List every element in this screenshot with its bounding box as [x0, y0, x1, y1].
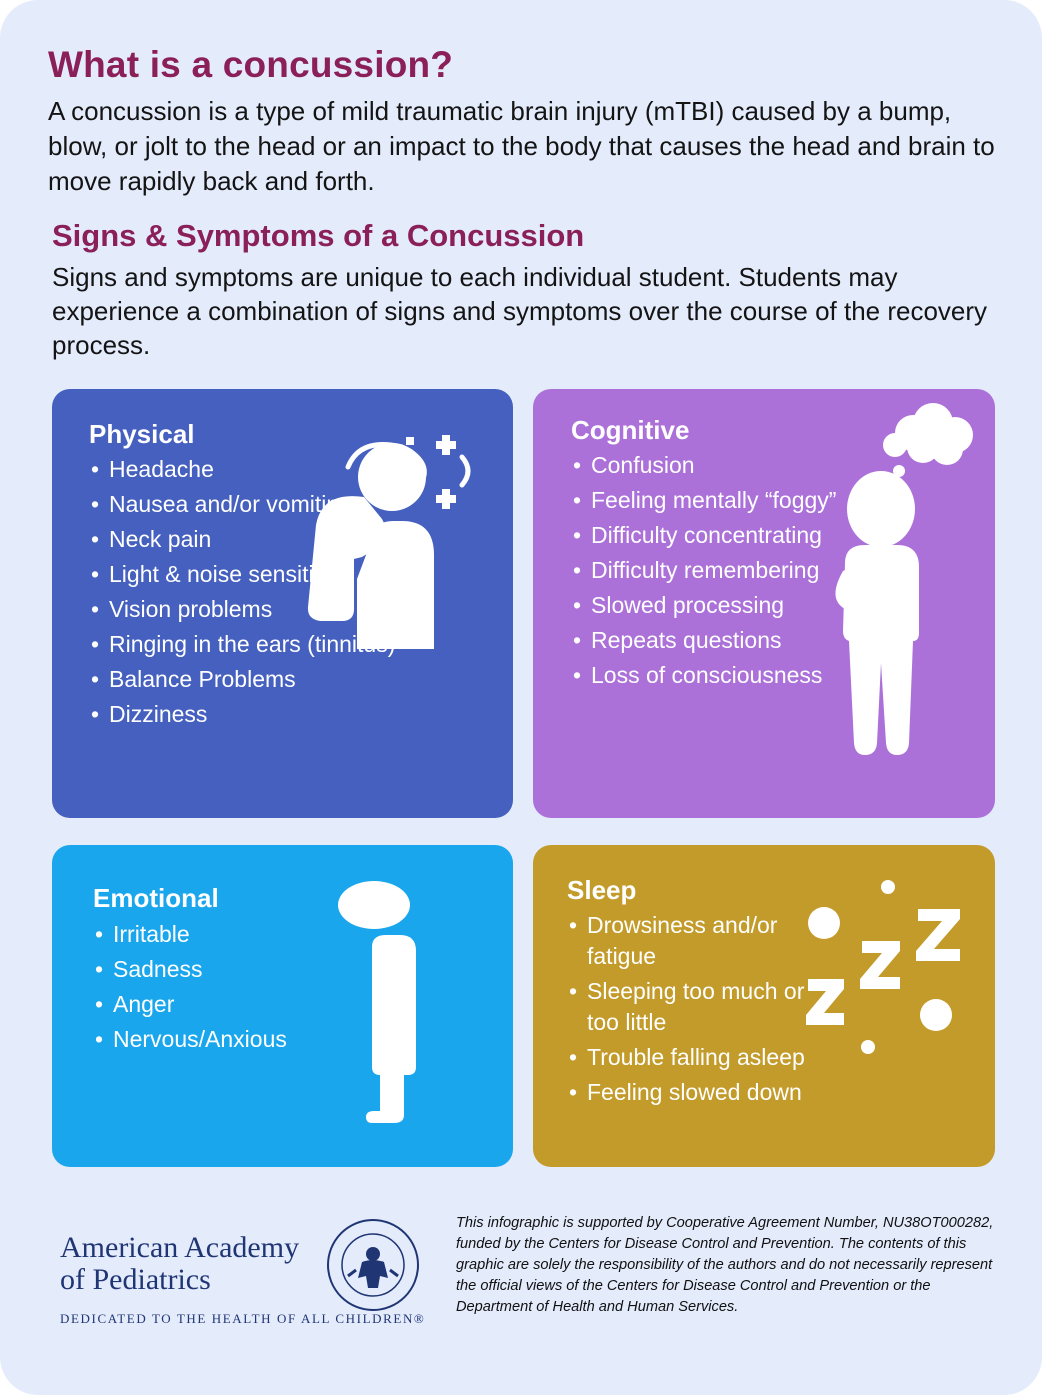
org-name-line1: American Academy — [60, 1231, 300, 1264]
thinking-person-icon — [835, 403, 973, 755]
aap-seal-logo — [327, 1219, 419, 1311]
org-name-line2: of Pediatrics — [60, 1263, 211, 1296]
aap-tagline: DEDICATED TO THE HEALTH OF ALL CHILDREN® — [60, 1311, 426, 1326]
head-pain-person-icon — [307, 435, 471, 649]
symptom-item: Difficulty concentrating — [571, 520, 871, 551]
symptom-item: Nervous/Anxious — [93, 1024, 333, 1055]
symptom-item: Dizziness — [89, 699, 449, 730]
symptom-item: Drowsiness and/or fatigue — [567, 910, 817, 972]
sleep-list: Drowsiness and/or fatigueSleeping too mu… — [567, 910, 817, 1112]
cognitive-title: Cognitive — [571, 415, 690, 445]
symptom-item: Loss of consciousness — [571, 660, 871, 691]
symptom-item: Nausea and/or vomiting — [89, 489, 449, 520]
sleep-card: Sleep Drowsiness and/or fatigueSleeping … — [533, 845, 995, 1167]
symptoms-heading: Signs & Symptoms of a Concussion — [52, 218, 585, 253]
aap-logo-text: American Academy of Pediatrics — [60, 1232, 299, 1296]
symptom-item: Neck pain — [89, 524, 449, 555]
symptom-item: Balance Problems — [89, 664, 449, 695]
zzz-sleep-icon — [806, 880, 960, 1054]
emotional-title: Emotional — [93, 883, 219, 913]
symptom-item: Feeling mentally “foggy” — [571, 485, 871, 516]
sleep-title: Sleep — [567, 875, 637, 905]
symptom-item: Feeling slowed down — [567, 1077, 817, 1108]
symptom-item: Sadness — [93, 954, 333, 985]
cognitive-list: ConfusionFeeling mentally “foggy” Difficu… — [571, 450, 871, 695]
symptom-item: Difficulty remembering — [571, 555, 871, 586]
symptom-item: Irritable — [93, 919, 333, 950]
symptom-item: Light & noise sensitivity — [89, 559, 449, 590]
symptom-item: Slowed processing — [571, 590, 871, 621]
emotional-card: Emotional IrritableSadnessAngerNervous/A… — [52, 845, 513, 1167]
symptoms-intro: Signs and symptoms are unique to each in… — [52, 262, 988, 360]
symptom-item: Vision problems — [89, 594, 449, 625]
funding-disclaimer: This infographic is supported by Coopera… — [456, 1215, 994, 1315]
page-title: What is a concussion? — [48, 44, 454, 85]
symptom-item: Anger — [93, 989, 333, 1020]
emotional-list: IrritableSadnessAngerNervous/Anxious — [93, 919, 333, 1059]
physical-list: HeadacheNausea and/or vomitingNeck painL… — [89, 454, 449, 734]
symptom-item: Sleeping too much or too little — [567, 976, 817, 1038]
cognitive-card: Cognitive ConfusionFeeling mentally “fog… — [533, 389, 995, 818]
physical-title: Physical — [89, 419, 195, 449]
symptom-item: Repeats questions — [571, 625, 871, 656]
symptom-item: Ringing in the ears (tinnitus) — [89, 629, 449, 660]
physical-card: Physical HeadacheNausea and/or vomitingN… — [52, 389, 513, 818]
symptom-item: Headache — [89, 454, 449, 485]
sad-person-icon — [338, 881, 416, 1123]
intro-paragraph: A concussion is a type of mild traumatic… — [48, 96, 995, 196]
symptom-item: Trouble falling asleep — [567, 1042, 817, 1073]
symptom-item: Confusion — [571, 450, 871, 481]
